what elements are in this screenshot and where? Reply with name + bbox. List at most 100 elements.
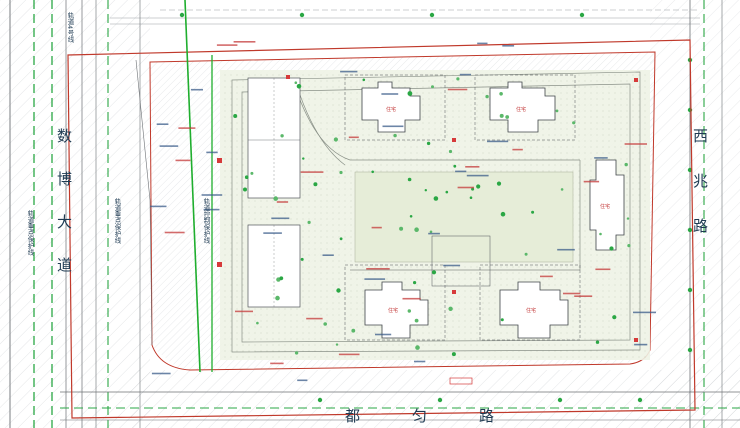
building-label: 住宅 [388,307,398,314]
tree-marker-icon [424,189,427,192]
tower-north-1 [361,81,421,133]
dimension-mark [297,379,308,382]
tower-south-1 [364,281,429,339]
dimension-mark [595,268,611,271]
tree-marker-icon [279,276,284,281]
tree-marker-icon [500,211,506,217]
tree-marker-icon [233,114,238,118]
tree-marker-icon [362,78,366,82]
tower-south-2 [499,281,569,339]
rail-key-protection-label: 轨道重点保护线 [26,209,34,256]
tower-north-2 [489,81,556,133]
dimension-mark [371,226,382,229]
tower-east [589,159,625,251]
tree-marker-icon [339,170,343,175]
rail-protection-lines [135,0,213,373]
dimension-mark [150,205,167,208]
dimension-mark [414,360,426,363]
dimension-mark [465,166,480,168]
north-markers [179,12,585,18]
dimension-mark [271,217,290,220]
dimension-mark [322,254,334,256]
dimension-mark [594,157,608,159]
tree-marker-icon [407,91,413,96]
dimension-mark [540,275,553,278]
tree-marker-icon [280,134,284,138]
tree-marker-icon [335,343,339,346]
tree-marker-icon [302,157,305,160]
rail-control-protection-label: 轨道控制保护线 [202,197,210,244]
north-edge-lines [110,9,700,25]
road-label-east: 西兆路 [691,128,709,263]
tree-marker-icon [413,281,417,285]
tree-marker-icon [336,288,341,293]
dimension-mark [487,140,509,143]
tree-marker-icon [296,84,302,89]
tree-marker-icon [414,318,419,323]
dimension-mark [151,372,171,375]
tree-marker-icon [451,352,456,357]
tree-marker-icon [294,351,299,355]
dimension-mark [164,231,185,234]
tree-marker-icon [445,190,449,194]
dimension-mark [206,151,218,154]
dimension-mark [364,278,386,280]
dimension-mark [366,268,390,270]
building-label: 住宅 [516,106,526,113]
dimension-mark [216,44,238,46]
rail-line-label: 轨道4号线 [66,11,74,43]
tree-marker-icon [250,171,254,175]
dimension-mark [402,297,421,300]
dimension-mark [557,248,575,251]
tree-marker-icon [431,270,437,275]
dimension-mark [270,362,284,365]
building-label: 住宅 [600,203,610,210]
dimension-mark [512,148,523,151]
tree-marker-icon [307,220,311,224]
tree-marker-icon [624,162,628,167]
tree-marker-icon [469,196,473,199]
tree-marker-icon [429,230,433,234]
dimension-mark [459,73,471,76]
tree-marker-icon [499,113,504,118]
tree-marker-icon [323,322,328,326]
road-label-west: 数博大道 [55,128,73,300]
tree-marker-icon [273,196,279,201]
east-road-zone [650,0,740,428]
tree-marker-icon [415,345,420,350]
tree-marker-icon [431,85,434,89]
dimension-mark [190,88,203,91]
west-road-zone [0,0,150,428]
dimension-mark [466,174,489,177]
dimension-mark [178,127,196,129]
tree-marker-icon [505,115,510,119]
dimension-mark [563,292,581,295]
south-road-lines [60,391,740,421]
tree-marker-icon [433,196,439,201]
tree-marker-icon [627,244,631,248]
dimension-mark [583,180,600,183]
tree-marker-icon [531,210,535,214]
south-markers [317,397,643,403]
tree-marker-icon [409,215,413,218]
dimension-mark [375,333,392,336]
tree-markers [233,77,631,357]
tree-marker-icon [500,318,504,322]
tree-marker-icon [243,187,247,192]
dimension-mark [338,353,360,356]
tree-marker-icon [244,175,249,179]
tree-marker-icon [426,141,431,146]
dimension-mark [203,208,220,211]
podium-outlines [344,74,581,341]
tree-marker-icon [626,217,630,220]
dimension-mark [443,264,461,267]
building-label: 住宅 [526,307,536,314]
dimension-mark [263,232,282,234]
dimension-mark [502,45,515,47]
dimension-mark [276,201,289,203]
tree-marker-icon [339,237,343,241]
tree-marker-icon [499,92,503,96]
tree-marker-icon [294,81,298,84]
tree-marker-icon [275,295,280,301]
tree-marker-icon [595,340,600,344]
